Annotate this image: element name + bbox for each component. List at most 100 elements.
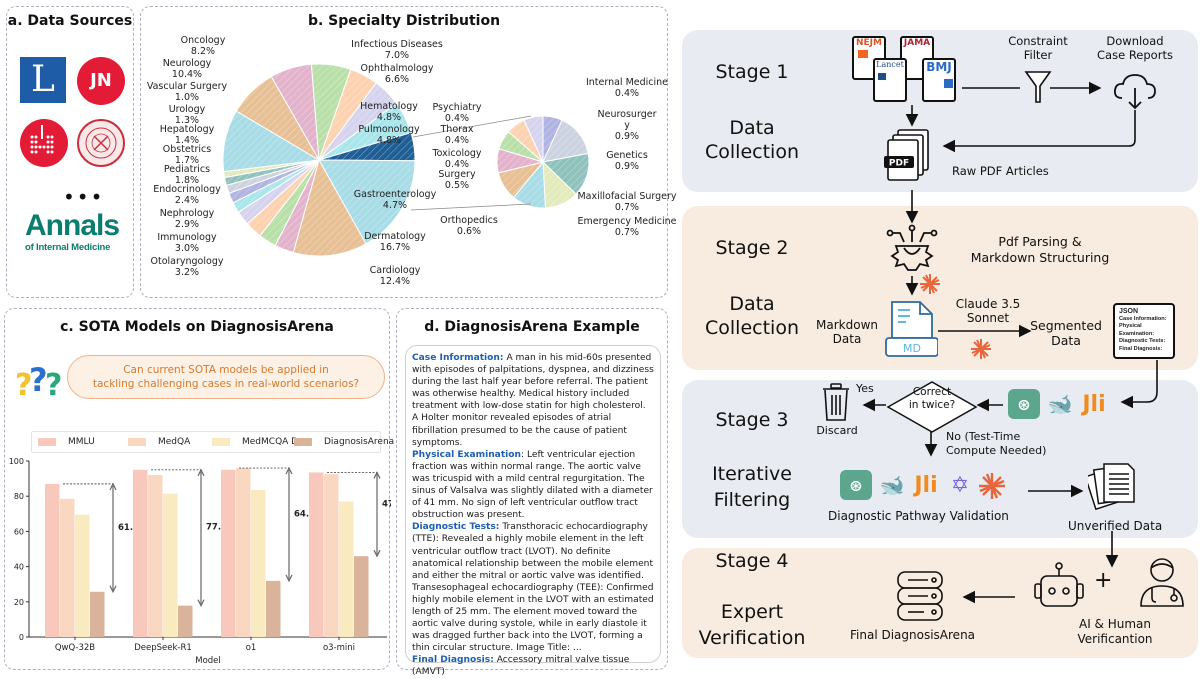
- pie-label-name: Cardiology: [369, 265, 421, 276]
- pie-slice-hatch: [236, 76, 319, 160]
- openai-logo-icon: ⊛: [1008, 389, 1040, 419]
- pie-label-percent: 0.4%: [444, 159, 470, 170]
- chart-legend: MMLU MedQA MedMCQA Dev DiagnosisArena: [31, 431, 394, 453]
- stage-4-name-line1: Expert: [720, 601, 784, 623]
- pie-label-name: Hematology: [360, 101, 418, 112]
- pie-label-name: Orthopedics: [440, 215, 498, 226]
- pie-label-percent: 0.4%: [444, 113, 470, 124]
- raw-pdf-articles-label: Raw PDF Articles: [952, 164, 1049, 178]
- pie-label-name: Surgery: [438, 169, 476, 180]
- gap-value-label: 77.20: [206, 523, 233, 533]
- pie-label-percent: 2.4%: [174, 195, 200, 206]
- bar-diagnosisarena-qwq-32b: [90, 591, 105, 637]
- pie-label-percent: 0.9%: [614, 131, 640, 142]
- more-sources-ellipsis: •••: [63, 185, 105, 209]
- bar-mmlu-qwq-32b: [45, 483, 60, 637]
- sota-bar-chart: 020406080100QwQ-32B61.31DeepSeek-R177.20…: [9, 457, 391, 666]
- segmented-label-line1: Segmented: [1030, 318, 1102, 333]
- bar-medmcqa-dev-deepseek-r1: [163, 493, 178, 637]
- gap-arrow-head-down: [109, 585, 117, 594]
- bmj-lung-logo: [20, 119, 68, 167]
- validation-label: Diagnostic Pathway Validation: [828, 509, 1009, 523]
- legend-item-medqa: MedQA: [128, 437, 190, 447]
- parsing-gear-icon: [886, 224, 938, 271]
- download-label-line2: Case Reports: [1097, 48, 1173, 62]
- y-tick-label: 40: [14, 563, 24, 572]
- bmj-document-icon: BMJ: [922, 58, 956, 102]
- filter-label-line2: Filter: [1023, 48, 1053, 62]
- question-marks-icon: ? ? ?: [15, 361, 62, 403]
- gap-value-label: 47.58: [382, 499, 391, 509]
- bar-mmlu-deepseek-r1: [133, 469, 148, 637]
- bar-mmlu-o1: [221, 469, 236, 637]
- diagnostic-tests-text: Transthoracic echocardiography (TTE): Re…: [412, 522, 654, 654]
- jama-network-logo: JN: [77, 57, 125, 105]
- markdown-label-line1: Markdown: [816, 318, 878, 332]
- y-tick-label: 0: [19, 633, 24, 642]
- pie-label-name: Toxicology: [432, 148, 482, 159]
- lancet-logo: L: [20, 57, 66, 103]
- pie-label-percent: 3.0%: [174, 243, 200, 254]
- decision-line2: in twice?: [908, 399, 956, 411]
- gap-value-label: 64.10: [294, 509, 321, 519]
- pie-label-name: Pulmonology: [358, 124, 420, 135]
- pie-slice-hatch: [497, 148, 543, 173]
- gap-arrow-head-down: [373, 549, 381, 558]
- x-tick-label: o1: [246, 643, 257, 653]
- research-question-cloud: Can current SOTA models be applied in ta…: [67, 355, 385, 399]
- question-line-2: tackling challenging cases in real-world…: [92, 378, 360, 390]
- pie-label-name: Vascular Surgery: [146, 81, 228, 92]
- x-axis-title: Model: [195, 656, 221, 666]
- pie-label-percent: 0.6%: [456, 226, 482, 237]
- pie-slice-hatch: [224, 160, 319, 186]
- pie-label-percent: 12.4%: [379, 276, 411, 287]
- pie-label-percent: 0.7%: [614, 227, 640, 238]
- arrow-download-to-pdf: [942, 110, 1136, 153]
- discard-label: Discard: [816, 424, 858, 437]
- pie-slice-hatch: [513, 162, 546, 208]
- panel-d-title: d. DiagnosisArena Example: [424, 319, 640, 335]
- pie-label-name: Internal Medicine: [585, 77, 669, 88]
- stage-2-label: Stage 2: [715, 237, 789, 259]
- gap-arrow-head-up: [109, 482, 117, 491]
- stage-1-box: [682, 30, 1198, 192]
- pdf-stack-icon: PDF: [884, 129, 929, 181]
- decision-line1: Correct: [912, 386, 952, 398]
- pie-slice-hatch: [223, 111, 319, 172]
- json-line: Diagnostic Tests:: [1119, 338, 1166, 344]
- pie-label-name: Pediatrics: [163, 164, 211, 175]
- pie-label-name: Thorax: [440, 124, 474, 135]
- pie-slice-hatch: [523, 116, 543, 162]
- annals-logo-subtitle: of Internal Medicine: [25, 242, 111, 253]
- pie-label-name: Hepatology: [159, 124, 215, 135]
- deepseek-logo-icon: 🐋: [879, 473, 905, 497]
- legend-swatch: [128, 438, 146, 446]
- pie-label-percent: 1.8%: [174, 175, 200, 186]
- panel-data-sources: a. Data Sources L JN ••• Annals of Inter…: [6, 6, 134, 298]
- legend-swatch: [212, 438, 230, 446]
- legend-swatch: [38, 438, 56, 446]
- pie-slice-hatch: [543, 120, 589, 162]
- stage-4-name-line2: Verification: [698, 627, 806, 649]
- pie-slice-hatch: [311, 64, 351, 160]
- kimi-logo-icon: Jli: [914, 472, 938, 498]
- segmented-label-line2: Data: [1051, 333, 1081, 348]
- pie-label-percent: 1.4%: [174, 135, 200, 146]
- bar-medmcqa-dev-o3-mini: [339, 501, 354, 637]
- physical-examination-text: : Left ventricular ejection fraction was…: [412, 449, 653, 521]
- bar-medqa-qwq-32b: [60, 498, 75, 637]
- svg-text:?: ?: [45, 368, 62, 403]
- llm-label-line2: Sonnet: [966, 311, 1010, 325]
